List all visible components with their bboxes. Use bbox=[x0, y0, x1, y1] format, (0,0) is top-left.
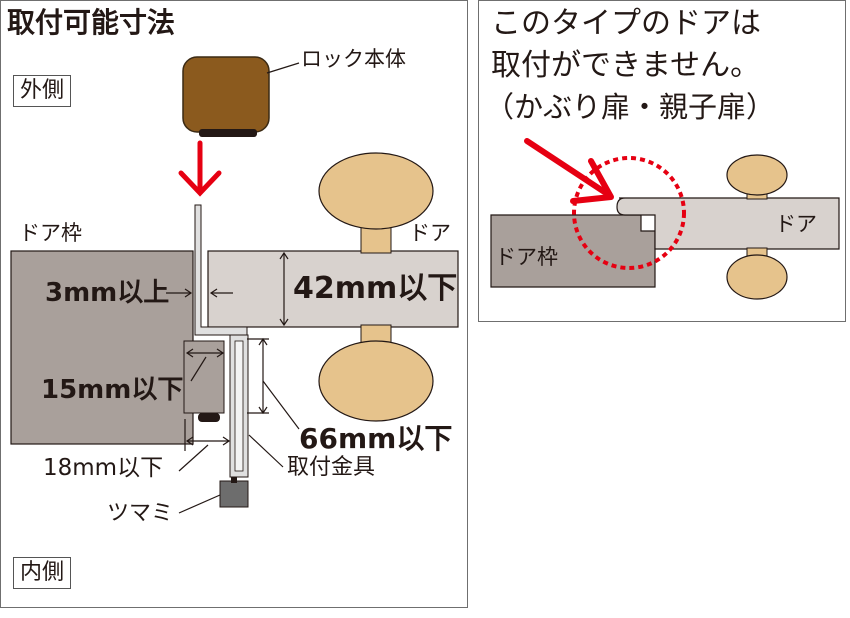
door-frame-label: ドア枠 bbox=[495, 245, 558, 269]
total-thickness-dimension: 66mm以下 bbox=[299, 422, 453, 455]
door-frame-step bbox=[183, 340, 225, 414]
warning-arrow bbox=[524, 138, 614, 204]
warning-heading-line-2: 取付ができません。 bbox=[491, 48, 761, 83]
not-supported-door-panel: このタイプのドアは 取付ができません。 （かぶり扉・親子扉） ドア枠 ドア bbox=[478, 0, 846, 322]
dimension-lines bbox=[166, 251, 300, 514]
mounting-bracket bbox=[194, 204, 248, 336]
lock-body-label: ロック本体 bbox=[301, 47, 406, 71]
knob-bottom bbox=[726, 254, 788, 300]
page-title: 取付可能寸法 bbox=[7, 6, 176, 39]
highlight-circle bbox=[572, 156, 686, 270]
min-gap-dimension: 3mm以上 bbox=[45, 278, 170, 308]
overlay-door-diagram bbox=[490, 138, 840, 300]
frame-step-dimension: 15mm以下 bbox=[41, 375, 184, 405]
knob-gap-dimension: 18mm以下 bbox=[43, 455, 164, 481]
knob-bottom bbox=[318, 340, 434, 422]
thumb-turn-label: ツマミ bbox=[107, 501, 174, 526]
lock-body bbox=[182, 56, 270, 133]
door-frame-label: ドア枠 bbox=[19, 221, 82, 245]
thumb-turn-knob bbox=[219, 480, 249, 508]
knob-top bbox=[726, 154, 788, 196]
install-arrow bbox=[178, 140, 222, 197]
lock-body-leader bbox=[266, 62, 300, 74]
lock-body-base bbox=[199, 129, 257, 137]
door-slab bbox=[616, 197, 840, 250]
bracket-pad bbox=[198, 413, 220, 422]
door-label: ドア bbox=[409, 221, 451, 245]
door-slab bbox=[207, 250, 459, 328]
thumb-turn-stem bbox=[231, 477, 237, 483]
bracket-label: 取付金具 bbox=[287, 455, 376, 480]
door-label: ドア bbox=[775, 212, 817, 236]
warning-heading-line-3: （かぶり扉・親子扉） bbox=[485, 90, 776, 124]
inside-tag: 内側 bbox=[13, 557, 72, 589]
mounting-dimensions-panel: 取付可能寸法 外側 内側 ロック本体 ドア枠 ドア 3mm以上 42mm以下 1… bbox=[0, 0, 468, 608]
warning-heading-line-1: このタイプのドアは bbox=[491, 6, 761, 41]
door-thickness-dimension: 42mm以下 bbox=[293, 271, 458, 306]
outside-tag: 外側 bbox=[13, 75, 72, 107]
mounting-dimensions-diagram bbox=[10, 56, 459, 514]
bracket-plate-inner bbox=[234, 340, 244, 472]
knob-top bbox=[318, 152, 434, 230]
